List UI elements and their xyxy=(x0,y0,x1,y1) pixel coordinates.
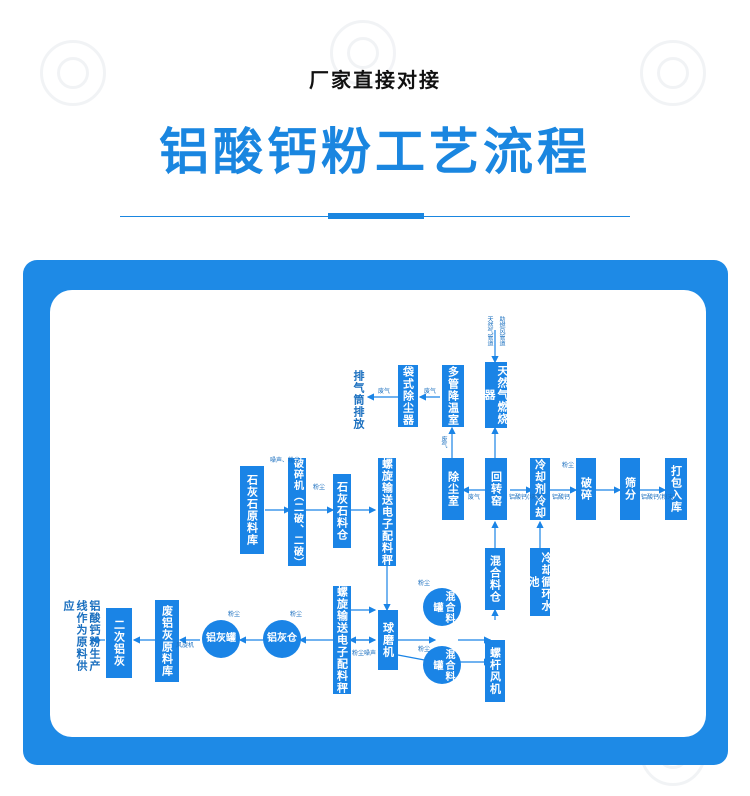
label-noise-dust: 噪声、粉尘 xyxy=(270,457,301,464)
node-gas-burner: 天然气燃烧器 xyxy=(483,362,509,428)
node-mix-tank-2: 混合料罐 xyxy=(423,646,461,684)
node-sieving: 筛分 xyxy=(620,458,640,520)
label-exhaust-gas: 废气 xyxy=(468,494,481,501)
node-screw-fan: 螺杆风机 xyxy=(485,640,505,702)
watermark-logo xyxy=(640,40,706,106)
label-fuel-in: 助燃风管道 xyxy=(498,316,505,346)
node-cooling-tower: 多管降温室 xyxy=(442,365,464,427)
node-secondary-ash: 二次铝灰 xyxy=(106,608,132,678)
label-exhaust-gas: 废气 xyxy=(424,388,437,395)
label-product: 铝酸钙 xyxy=(552,494,571,501)
node-crusher: 破碎机（二破、二破） xyxy=(288,458,306,568)
label-dust: 粉尘 xyxy=(313,484,326,491)
node-cooler: 冷却剂冷却 xyxy=(530,458,550,520)
node-mix-tank-1: 混合料罐 xyxy=(423,588,461,626)
label-exhaust-gas: 废气 xyxy=(378,388,391,395)
node-lime-silo: 石灰石料仓 xyxy=(333,474,351,548)
node-mix-silo: 混合料仓 xyxy=(485,548,505,610)
node-screw-scale-lower: 螺旋输送电子配料秤 xyxy=(333,586,351,694)
label-dust: 粉尘 xyxy=(562,462,575,469)
label-dust: 粉尘 xyxy=(228,611,241,618)
label-dust: 粉尘 xyxy=(418,646,431,653)
node-ash-silo: 铝灰仓 xyxy=(263,620,301,658)
node-limestone-store: 石灰石原料库 xyxy=(240,466,264,554)
node-waste-ash-store: 废铝灰原料库 xyxy=(155,600,179,682)
label-dust: 粉尘 xyxy=(290,611,303,618)
node-rotary-kiln: 回转窑 xyxy=(485,458,507,520)
tagline: 厂家直接对接 xyxy=(309,68,441,92)
node-exhaust: 排气筒排放 xyxy=(352,370,365,430)
label-noise-dust: 粉尘噪声 xyxy=(352,650,377,657)
node-ash-tank: 铝灰罐 xyxy=(202,620,240,658)
label-product-block: 铝酸钙(块状) xyxy=(509,494,544,501)
label-fan: 风旋机 xyxy=(176,642,195,649)
watermark-logo xyxy=(330,20,396,86)
title-divider-accent xyxy=(328,213,424,219)
label-exhaust-gas: 废气 xyxy=(440,436,447,448)
watermark-logo xyxy=(40,40,106,106)
label-dust: 粉尘 xyxy=(418,580,431,587)
node-bag-filter: 袋式除尘器 xyxy=(398,365,418,427)
node-dust-room: 除尘室 xyxy=(442,458,464,520)
page-title: 铝酸钙粉工艺流程 xyxy=(159,123,591,181)
label-product-powder: 铝酸钙(粉末) xyxy=(641,494,676,501)
node-cooling-water: 冷却循环水池 xyxy=(527,548,553,616)
output-note: 铝酸钙粉生产线作为原料供应 xyxy=(62,600,101,672)
label-gas-in: 天然气管道 xyxy=(486,316,493,346)
node-packing: 打包入库 xyxy=(665,458,687,520)
node-crushing: 破碎 xyxy=(576,458,596,520)
node-screw-scale-upper: 螺旋输送电子配料秤 xyxy=(378,458,396,566)
node-ball-mill: 球磨机 xyxy=(378,610,398,670)
